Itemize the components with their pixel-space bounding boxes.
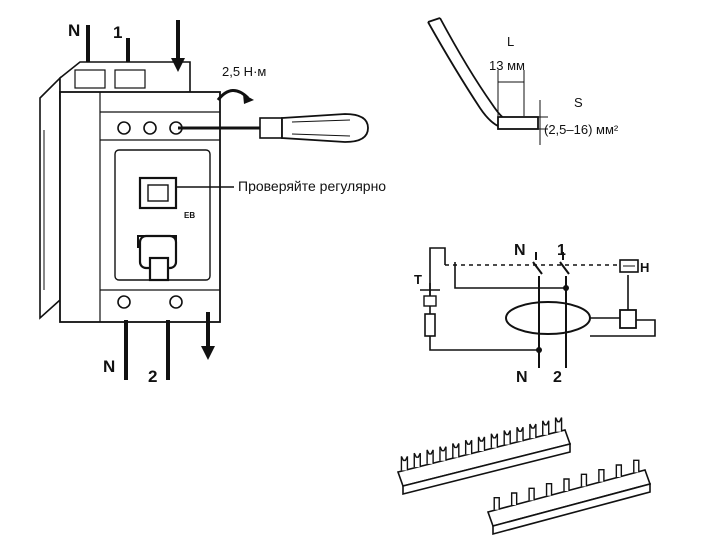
arrow-down-bottom-icon	[201, 312, 215, 360]
wire-section-value: (2,5–16) мм²	[544, 122, 619, 137]
rcd-schematic	[420, 247, 656, 368]
busbar-tooth	[477, 436, 486, 451]
schematic-label-top-n: N	[514, 242, 526, 259]
busbar-tooth	[516, 426, 524, 442]
screw-top-1	[117, 121, 131, 135]
label-top-1: 1	[113, 23, 122, 42]
trip-relay	[619, 309, 637, 329]
busbar-tooth	[529, 423, 537, 439]
screw-bottom-2	[169, 295, 183, 309]
label-bottom-n: N	[103, 357, 115, 376]
screwdriver-icon	[178, 113, 369, 143]
busbar-tooth	[510, 492, 518, 505]
rcd-device: EB	[39, 25, 221, 380]
busbar-tooth	[563, 478, 570, 491]
schematic-label-bottom-n: N	[516, 369, 528, 386]
stripped-conductor	[497, 116, 539, 130]
busbar-tooth	[615, 464, 623, 477]
schematic-label-bottom-2: 2	[553, 369, 562, 386]
label-top-n: N	[68, 21, 80, 40]
busbar-comb-lower	[486, 469, 652, 536]
busbar-teeth-lower	[493, 459, 640, 510]
wire-length-symbol: L	[507, 34, 514, 49]
busbar-tooth	[633, 459, 640, 473]
schematic-label-h: H	[640, 260, 649, 275]
busbar-tooth	[493, 496, 500, 510]
busbar-tooth	[413, 452, 421, 468]
check-regularly-label: Проверяйте регулярно	[238, 178, 386, 194]
device-mark: EB	[184, 211, 195, 220]
busbar-tooth	[464, 439, 473, 455]
rcd-side-face	[39, 76, 61, 320]
schematic-label-top-1: 1	[557, 242, 566, 259]
busbar-tooth	[554, 417, 563, 432]
label-bottom-2: 2	[148, 367, 157, 386]
wire-length-value: 13 мм	[489, 58, 525, 73]
busbar-tooth	[490, 433, 499, 448]
arrow-down-top-icon	[171, 20, 185, 72]
wire-strip-detail	[427, 17, 548, 145]
busbar-tooth	[452, 443, 460, 458]
busbar-tooth	[528, 487, 535, 501]
busbar-tooth	[580, 473, 588, 487]
busbar-tooth	[400, 456, 409, 471]
busbar-tooth	[545, 482, 553, 496]
torque-label: 2,5 Н·м	[222, 64, 266, 79]
busbar-tooth	[598, 468, 605, 482]
test-switch	[423, 295, 437, 307]
rotate-arrow-icon	[216, 89, 254, 104]
screw-top-2	[143, 121, 157, 135]
busbar-tooth	[426, 449, 434, 464]
wire-section-symbol: S	[574, 95, 583, 110]
busbar-tooth	[439, 446, 447, 461]
busbar-tooth	[542, 420, 550, 435]
screw-bottom-1	[117, 295, 131, 309]
busbar-teeth-upper	[400, 417, 563, 471]
test-resistor	[424, 313, 436, 337]
busbar-tooth	[503, 430, 511, 445]
schematic-label-test: T	[414, 272, 422, 287]
